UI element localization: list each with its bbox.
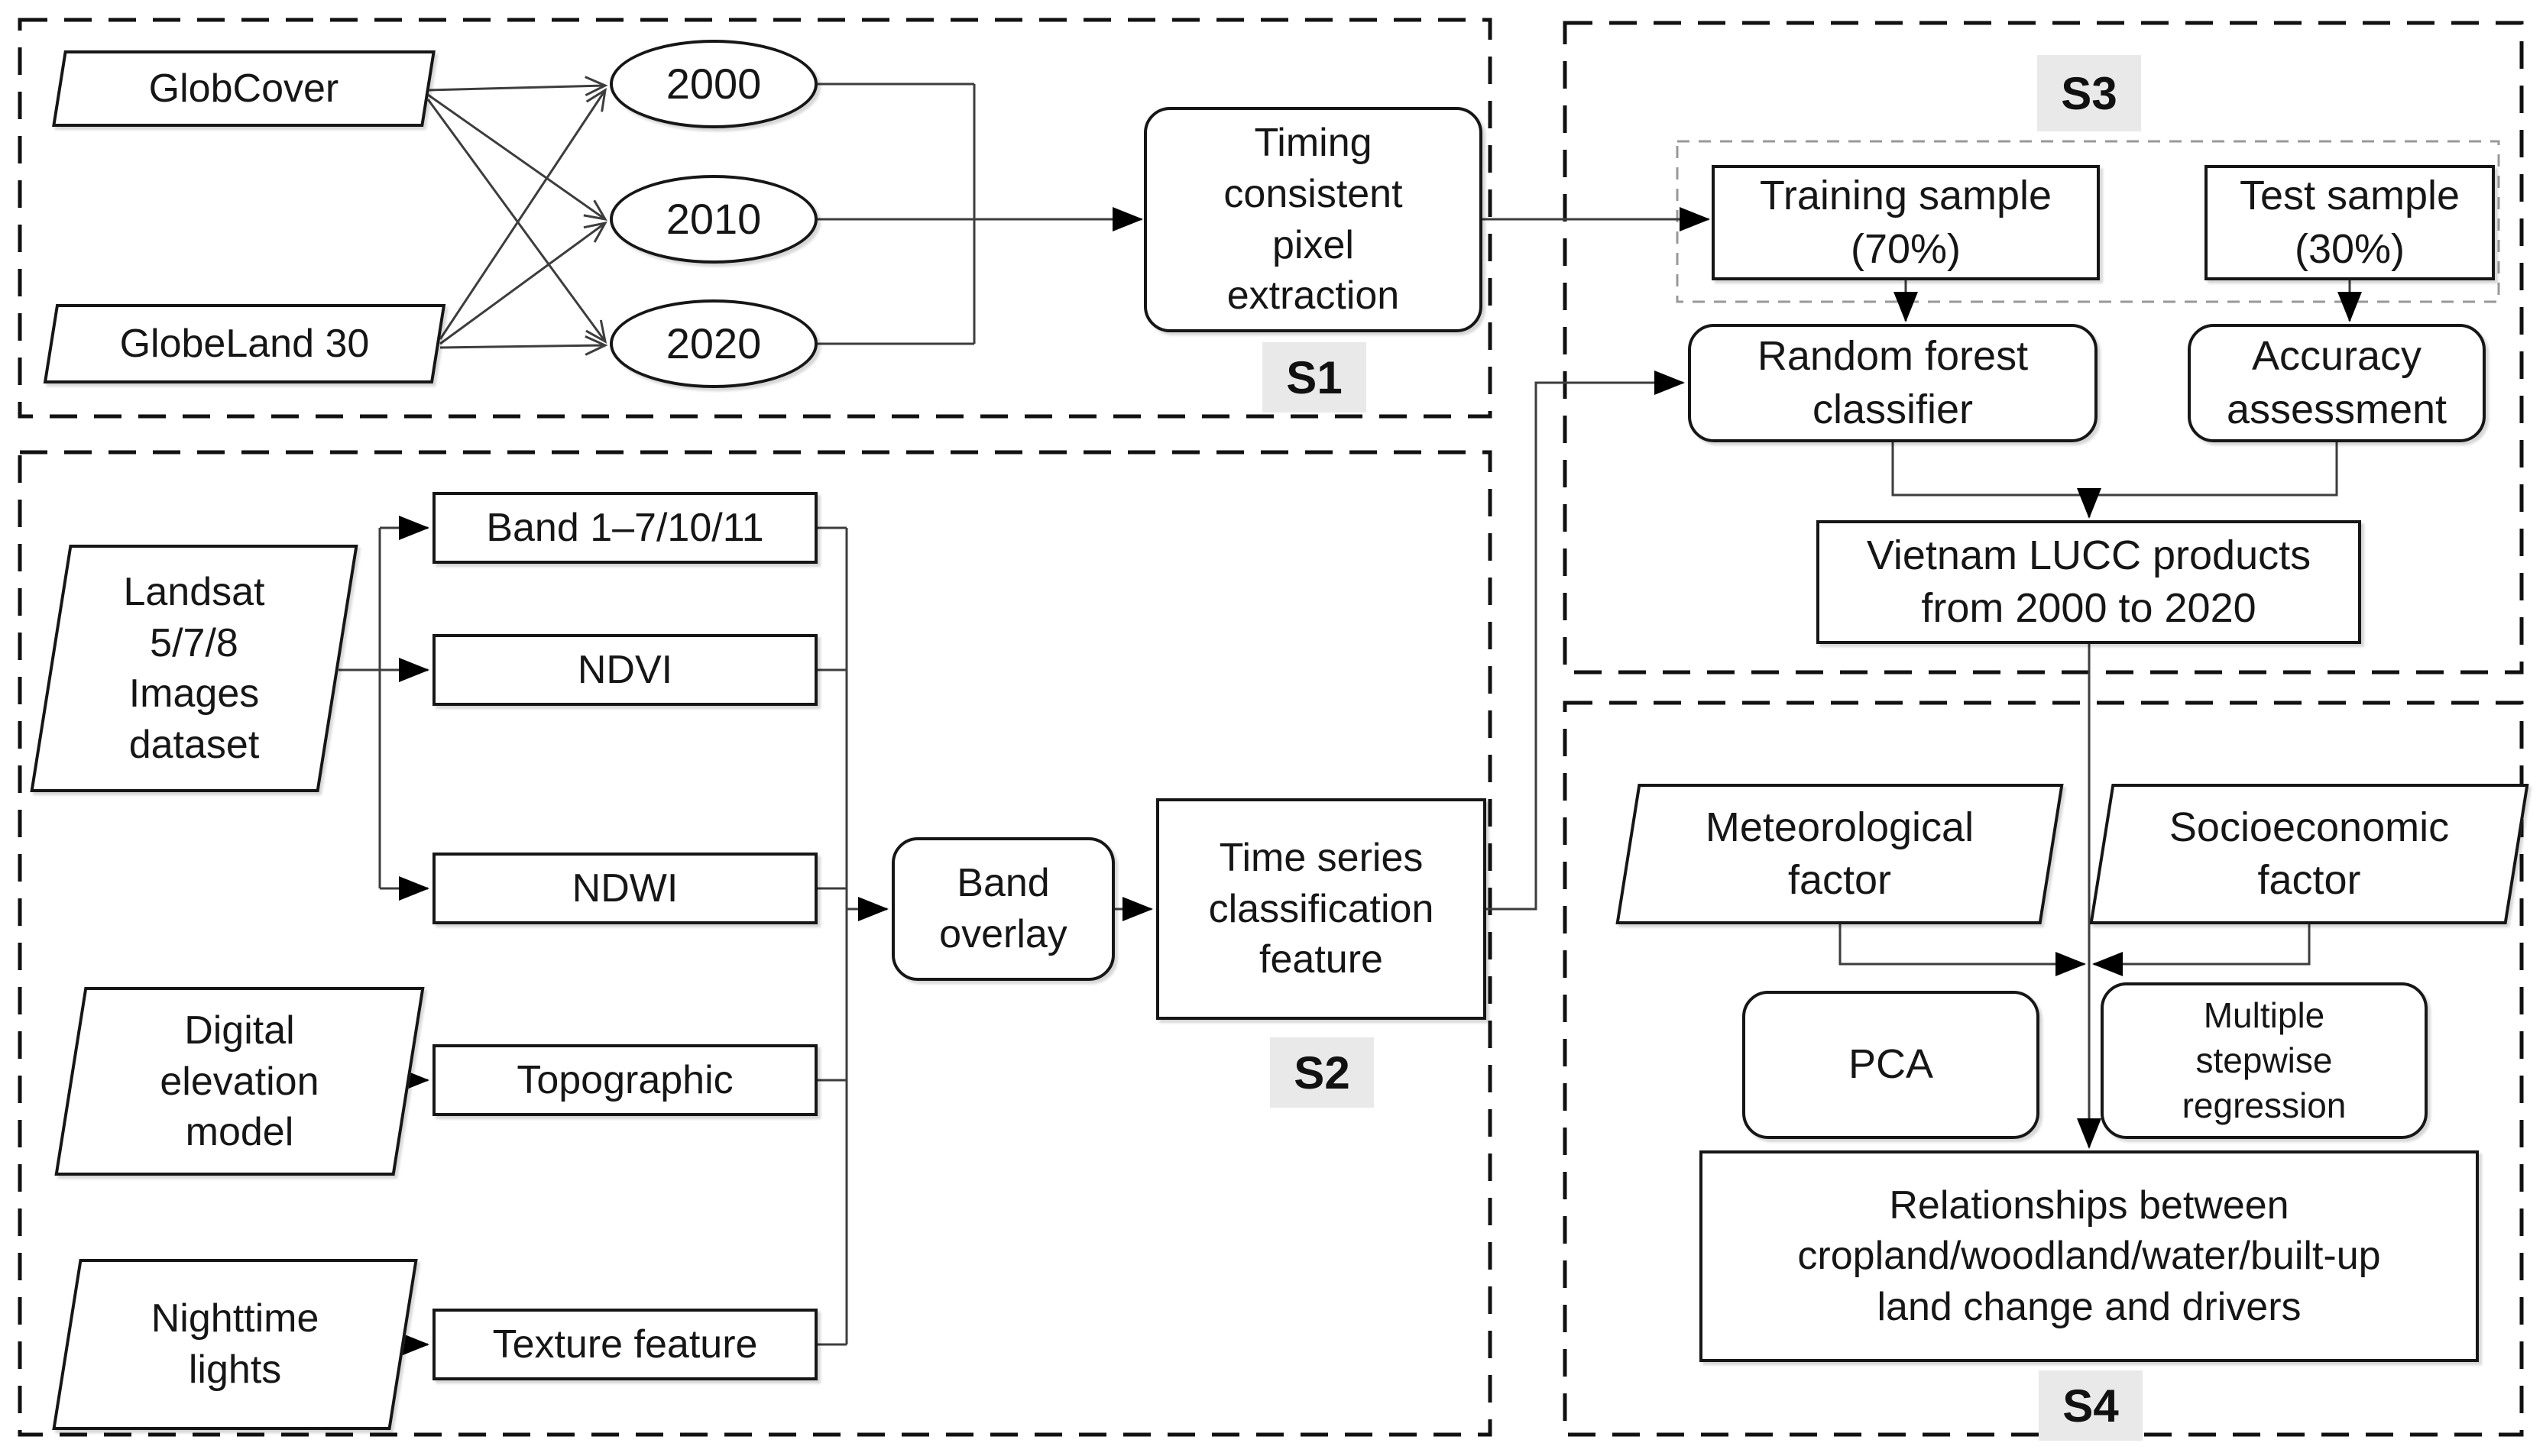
year-2000-label: 2000 (666, 60, 762, 108)
node-band-1-7-10-11: Band 1–7/10/11 (432, 492, 818, 564)
stage-tag-s3-text: S3 (2061, 67, 2117, 119)
sample-group-boundary (1676, 140, 2500, 303)
node-topographic: Topographic (432, 1044, 818, 1116)
year-2020-label: 2020 (666, 319, 762, 368)
test-sample-label: Test sample(30%) (2239, 173, 2460, 272)
node-year-2010: 2010 (610, 175, 818, 264)
node-training-sample: Training sample(70%) (1712, 165, 2100, 280)
node-test-sample: Test sample(30%) (2204, 165, 2495, 280)
stage-tag-s4: S4 (2039, 1370, 2143, 1441)
edge-timeseries-rf (1486, 370, 1685, 911)
node-pca: PCA (1742, 991, 2039, 1139)
edge-globcover-2000 (427, 76, 608, 97)
ndwi-label: NDWI (572, 866, 679, 911)
texture-feature-label: Texture feature (492, 1322, 758, 1367)
ndvi-label: NDVI (577, 647, 673, 692)
year-2010-label: 2010 (666, 195, 762, 244)
edge-met-center (1838, 924, 2086, 976)
node-ndvi: NDVI (432, 634, 818, 706)
globcover-label: GlobCover (148, 66, 339, 111)
pca-label: PCA (1848, 1041, 1934, 1088)
node-year-2020: 2020 (610, 299, 818, 388)
stage-tag-s4-text: S4 (2062, 1380, 2119, 1432)
edge-socio-center (2092, 924, 2311, 976)
stage-tag-s1-text: S1 (1286, 351, 1343, 403)
node-texture-feature: Texture feature (432, 1309, 818, 1380)
stage-tag-s3: S3 (2037, 55, 2141, 131)
node-year-2000: 2000 (610, 40, 818, 128)
stage-tag-s2: S2 (1270, 1037, 1374, 1108)
node-globeland30: GlobeLand 30 (43, 304, 446, 383)
stage-tag-s2-text: S2 (1294, 1047, 1350, 1098)
globeland30-label: GlobeLand 30 (119, 321, 370, 366)
s2-boundary (18, 450, 1492, 1437)
edge-globeland-2000 (439, 88, 607, 340)
s3-boundary (1563, 21, 2524, 675)
edge-globeland-2010 (439, 221, 607, 345)
topographic-label: Topographic (517, 1057, 734, 1102)
stage-tag-s1: S1 (1262, 342, 1366, 413)
node-ndwi: NDWI (432, 853, 818, 924)
edge-globeland-2020 (439, 335, 608, 356)
band-label: Band 1–7/10/11 (486, 505, 764, 550)
edge-globcover-2020 (426, 99, 607, 344)
s1-boundary (18, 18, 1492, 419)
node-globcover: GlobCover (52, 50, 436, 127)
edge-globcover-2010 (427, 93, 607, 222)
training-sample-label: Training sample(70%) (1759, 173, 2052, 272)
